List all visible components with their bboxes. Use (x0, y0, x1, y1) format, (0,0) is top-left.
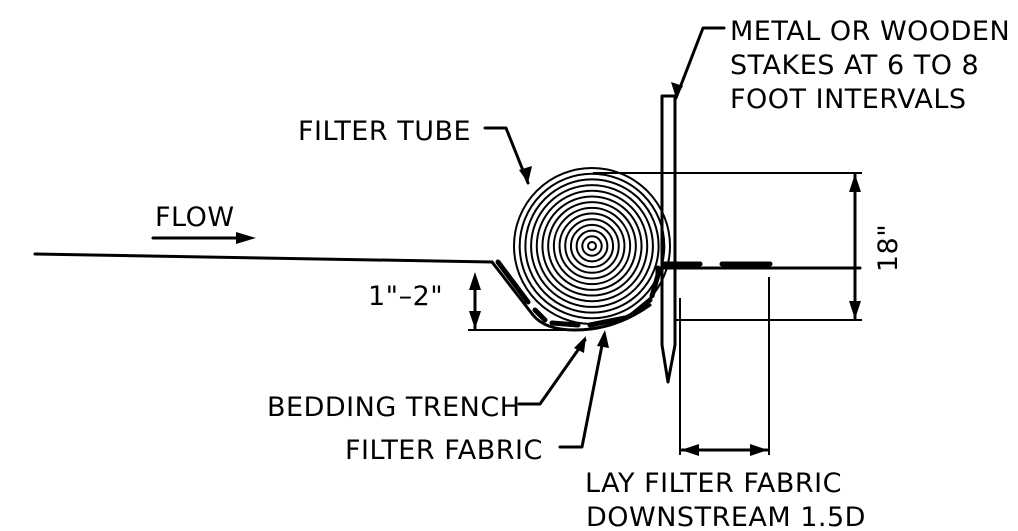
filter-fabric-line (495, 259, 531, 305)
filter-fabric-line (532, 307, 548, 323)
tube-ring (564, 218, 620, 274)
filter-fabric-leader-arrowhead (597, 330, 609, 348)
dimension-depth-arrow-bottom (469, 311, 481, 329)
dimension-depth-label: 1"–2" (368, 281, 443, 312)
stakes-label-line-3: FOOT INTERVALS (730, 84, 967, 115)
dimension-18-arrow-top (849, 174, 861, 192)
filter-fabric-label: FILTER FABRIC (345, 435, 543, 466)
tube-ring (575, 229, 609, 263)
stake (660, 94, 677, 384)
filter-fabric-line (587, 315, 628, 328)
stakes-leader (674, 26, 726, 100)
bedding-trench-label: BEDDING TRENCH (267, 392, 521, 423)
downstream-arrow-right (750, 444, 768, 456)
filter-tube-leader (483, 126, 530, 185)
bedding-trench-leader-arrowhead (574, 336, 586, 353)
dimension-18-label: 18" (873, 224, 904, 272)
tube-ring (547, 201, 637, 291)
filter-fabric-line (549, 320, 581, 328)
stakes-label-line-2: STAKES AT 6 TO 8 (730, 50, 979, 81)
stakes-leader-arrowhead (671, 82, 683, 98)
filter-fabric-leader (558, 333, 606, 449)
flow-label: FLOW (155, 202, 235, 233)
stakes-label-line-1: METAL OR WOODEN (730, 16, 1010, 47)
tube-ring (518, 172, 666, 320)
filter-tube (513, 167, 671, 325)
tube-ring (558, 212, 626, 280)
tube-ring (541, 195, 643, 297)
lay-fabric-label-line-2: DOWNSTREAM 1.5D (586, 502, 866, 531)
tube-ring (524, 178, 660, 314)
bedding-trench-outline (490, 260, 652, 332)
tube-ring (587, 241, 597, 251)
bedding-trench-leader (517, 338, 587, 406)
dimension-18-arrow-bottom (849, 301, 861, 319)
tube-ring (581, 235, 603, 257)
lay-fabric-label-line-1: LAY FILTER FABRIC (585, 468, 842, 499)
filter-fabric-line (630, 297, 653, 317)
filter-fabric-line (649, 265, 661, 299)
tube-ring (535, 189, 649, 303)
tube-ring (530, 184, 654, 308)
tube-ring (569, 223, 615, 269)
dimension-depth-arrow-top (469, 272, 481, 290)
tube-ring (552, 206, 632, 286)
filter-tube-leader-arrowhead (519, 166, 532, 183)
filter-tube-label: FILTER TUBE (298, 116, 471, 147)
ground-line-upstream (33, 252, 494, 264)
downstream-arrow-left (681, 444, 699, 456)
flow-arrow-head (236, 232, 256, 244)
